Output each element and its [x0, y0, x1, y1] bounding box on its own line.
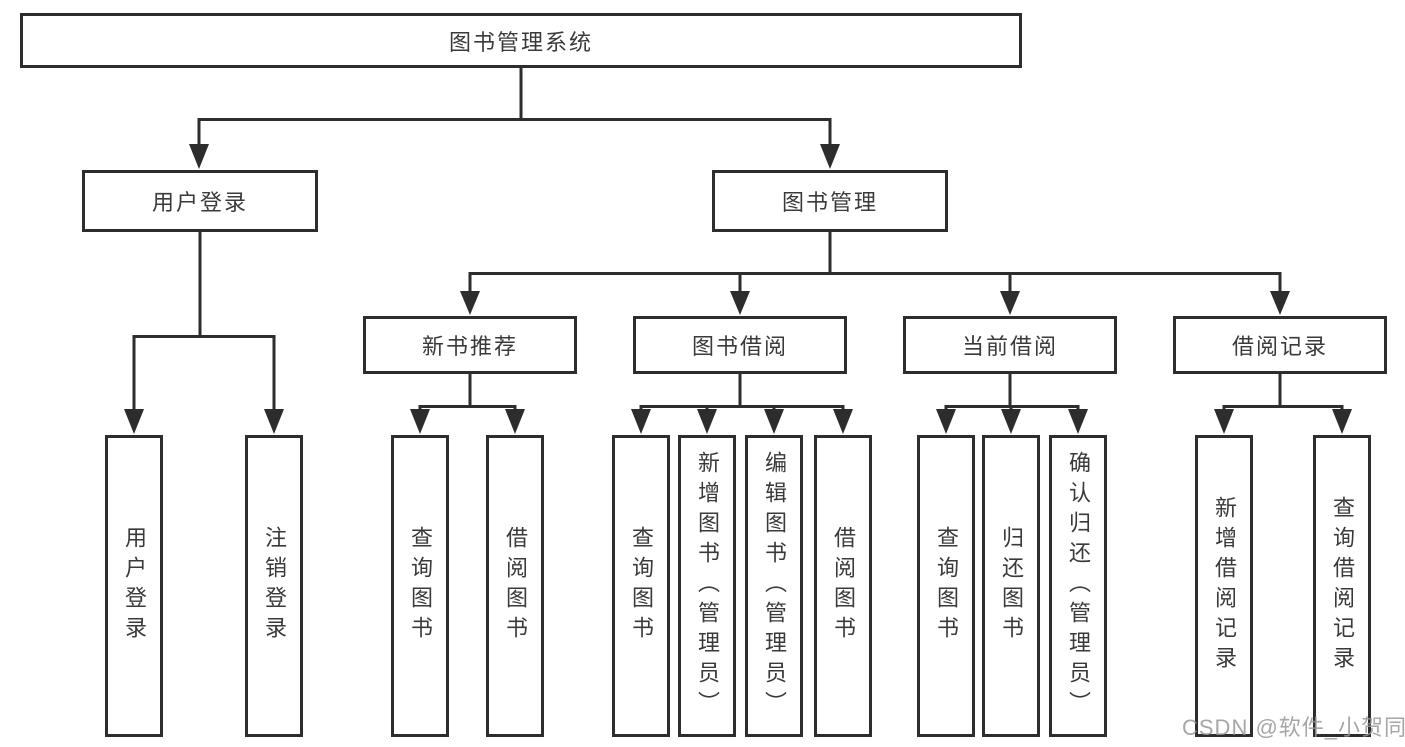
leaf-bb-borrow-books-label: 借阅图书	[831, 526, 856, 646]
arrowhead	[697, 409, 717, 434]
watermark-text: CSDN @软件_小贺同学	[1182, 715, 1405, 740]
arrowhead	[1000, 291, 1020, 315]
arrowhead	[505, 409, 525, 434]
connector-new-book-split	[418, 374, 517, 411]
node-root: 图书管理系统	[20, 13, 1022, 68]
node-new-book-rec-label: 新书推荐	[421, 334, 518, 359]
connector-borrow-records-split	[1222, 374, 1344, 411]
connector-root-split	[197, 68, 832, 145]
leaf-cb-query-books: 查询图书	[917, 435, 975, 737]
node-user-login-branch-label: 用户登录	[151, 190, 248, 215]
arrowhead	[631, 409, 651, 434]
arrowhead	[1270, 291, 1290, 315]
leaf-br-add-record-label: 新增借阅记录	[1212, 496, 1237, 676]
node-borrow-records: 借阅记录	[1173, 316, 1387, 374]
leaf-user-login-label: 用户登录	[122, 526, 147, 646]
leaf-cb-query-books-label: 查询图书	[934, 526, 959, 646]
node-new-book-rec: 新书推荐	[363, 316, 577, 374]
leaf-cb-confirm-return-admin: 确认归还（管理员）	[1049, 435, 1107, 737]
node-current-borrow-label: 当前借阅	[961, 334, 1058, 359]
arrowhead	[410, 409, 430, 434]
arrowhead	[1068, 409, 1088, 434]
node-user-login-branch: 用户登录	[82, 170, 318, 232]
arrowhead	[124, 409, 144, 434]
connector-book-borrow-split	[639, 374, 845, 411]
leaf-nb-query-books: 查询图书	[391, 435, 449, 737]
arrowhead	[820, 144, 840, 169]
leaf-nb-query-books-label: 查询图书	[408, 526, 433, 646]
leaf-bb-query-books-label: 查询图书	[629, 526, 654, 646]
connector-book-mgmt-split	[468, 232, 1282, 292]
connector-current-borrow-split	[944, 374, 1080, 411]
arrowhead	[936, 409, 956, 434]
leaf-bb-query-books: 查询图书	[612, 435, 670, 737]
leaf-br-query-record-label: 查询借阅记录	[1330, 496, 1355, 676]
arrowhead	[1332, 409, 1352, 434]
leaf-bb-add-books-admin: 新增图书（管理员）	[678, 435, 736, 737]
node-book-borrow-label: 图书借阅	[691, 334, 788, 359]
leaf-br-query-record: 查询借阅记录	[1313, 435, 1371, 737]
node-borrow-records-label: 借阅记录	[1231, 334, 1328, 359]
leaf-cb-return-books-label: 归还图书	[999, 526, 1024, 646]
leaf-bb-add-books-admin-label: 新增图书（管理员）	[695, 451, 720, 721]
node-book-mgmt-branch: 图书管理	[712, 170, 948, 232]
arrowhead	[730, 291, 750, 315]
node-root-label: 图书管理系统	[448, 29, 593, 55]
leaf-br-add-record: 新增借阅记录	[1195, 435, 1253, 737]
leaf-bb-borrow-books: 借阅图书	[814, 435, 872, 737]
arrowhead	[1214, 409, 1234, 434]
leaf-logout-label: 注销登录	[262, 526, 287, 646]
arrowhead	[833, 409, 853, 434]
leaf-nb-borrow-books-label: 借阅图书	[503, 526, 528, 646]
arrowhead	[264, 409, 284, 434]
leaf-cb-return-books: 归还图书	[982, 435, 1040, 737]
connector-user-login-split	[132, 232, 276, 410]
node-book-borrow: 图书借阅	[633, 316, 847, 374]
arrowhead	[1001, 409, 1021, 434]
leaf-bb-edit-books-admin-label: 编辑图书（管理员）	[762, 451, 787, 721]
arrowhead	[460, 291, 480, 315]
leaf-cb-confirm-return-admin-label: 确认归还（管理员）	[1066, 451, 1091, 721]
leaf-bb-edit-books-admin: 编辑图书（管理员）	[745, 435, 803, 737]
node-current-borrow: 当前借阅	[903, 316, 1117, 374]
arrowhead	[189, 144, 209, 169]
leaf-logout: 注销登录	[245, 435, 303, 737]
node-book-mgmt-branch-label: 图书管理	[781, 190, 878, 215]
leaf-nb-borrow-books: 借阅图书	[486, 435, 544, 737]
leaf-user-login: 用户登录	[105, 435, 163, 737]
arrowhead	[764, 409, 784, 434]
